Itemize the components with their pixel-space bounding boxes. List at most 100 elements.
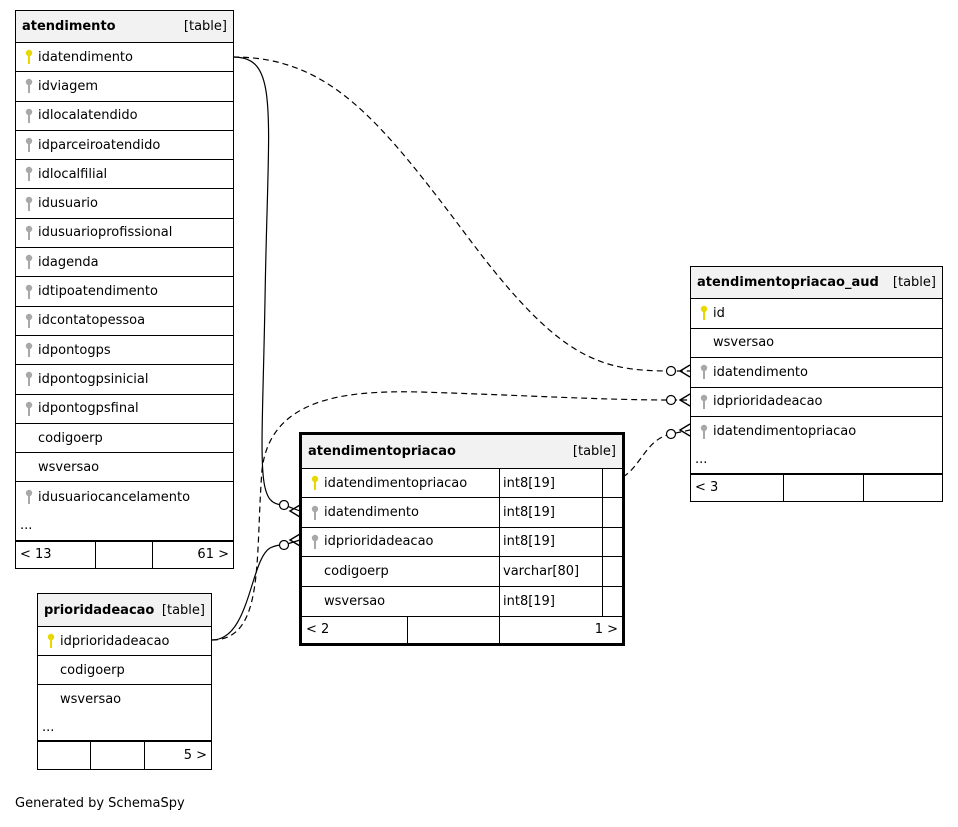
column-name: idusuariocancelamento bbox=[38, 489, 191, 505]
table-atendimentopriacao[interactable]: atendimentopriacao [table] idatendimento… bbox=[299, 432, 625, 646]
parents-count: < 3 bbox=[691, 474, 784, 501]
column-name: idatendimentopriacao bbox=[713, 424, 857, 440]
children-count: 61 > bbox=[197, 547, 229, 563]
optional-marker bbox=[278, 499, 290, 511]
column-type: int8[19] bbox=[499, 469, 602, 498]
column-row[interactable]: idpontogpsinicial bbox=[16, 365, 233, 395]
table-atendimento[interactable]: atendimento [table] idatendimento idviage… bbox=[15, 10, 234, 569]
table-header: prioridadeacao [table] bbox=[38, 594, 211, 627]
column-name: idparceiroatendido bbox=[38, 137, 161, 153]
children-count bbox=[864, 475, 942, 501]
column-row[interactable]: wsversao bbox=[691, 329, 942, 358]
foreign-key-icon bbox=[311, 534, 319, 549]
foreign-key-icon bbox=[25, 196, 33, 211]
table-footer: < 3 bbox=[691, 473, 942, 501]
column-name: idusuarioprofissional bbox=[38, 225, 173, 241]
column-name: codigoerp bbox=[60, 662, 125, 678]
column-row[interactable]: idprioridadeacao bbox=[691, 388, 942, 417]
column-name: idpontogpsinicial bbox=[38, 371, 149, 387]
column-row[interactable]: idatendimentopriacao int8[19] bbox=[302, 469, 622, 499]
generated-by-label: Generated by SchemaSpy bbox=[15, 796, 185, 811]
column-name: idusuario bbox=[38, 196, 98, 212]
column-row[interactable]: idcontatopessoa bbox=[16, 307, 233, 336]
table-type: [table] bbox=[572, 444, 616, 459]
column-row[interactable]: idlocalfilial bbox=[16, 160, 233, 190]
column-row[interactable]: idprioridadeacao int8[19] bbox=[302, 527, 622, 558]
crowfoot-marker bbox=[288, 533, 301, 547]
column-extra bbox=[602, 557, 622, 586]
table-name: atendimentopriacao bbox=[308, 444, 456, 459]
foreign-key-icon bbox=[25, 489, 33, 505]
foreign-key-icon bbox=[25, 342, 33, 358]
foreign-key-icon bbox=[25, 108, 33, 123]
column-name: idagenda bbox=[38, 254, 99, 270]
column-name: idatendimento bbox=[38, 49, 133, 65]
link-atendimento-to-aud bbox=[232, 56, 690, 372]
table-header: atendimento [table] bbox=[16, 11, 233, 43]
foreign-key-icon bbox=[25, 79, 33, 94]
column-row[interactable]: wsversao bbox=[16, 453, 233, 483]
foreign-key-icon bbox=[25, 284, 33, 299]
column-row[interactable]: id bbox=[691, 299, 942, 329]
column-extra bbox=[602, 469, 622, 498]
column-extra bbox=[602, 586, 622, 616]
column-row[interactable]: idviagem bbox=[16, 72, 233, 102]
column-row[interactable]: wsversao bbox=[38, 685, 211, 714]
parents-count bbox=[38, 742, 91, 769]
crowfoot-marker bbox=[678, 393, 691, 407]
optional-marker bbox=[665, 394, 677, 406]
column-row[interactable]: idusuariocancelamento bbox=[16, 482, 233, 511]
link-atendimento-to-atendimentopriacao bbox=[232, 56, 301, 512]
column-row[interactable]: idtipoatendimento bbox=[16, 277, 233, 307]
crowfoot-marker bbox=[678, 423, 691, 437]
column-name: wsversao bbox=[324, 593, 386, 609]
crowfoot-marker bbox=[678, 364, 691, 378]
column-name: idpontogpsfinal bbox=[38, 401, 139, 417]
foreign-key-icon bbox=[311, 505, 319, 520]
column-name: idpontogps bbox=[38, 342, 111, 358]
column-row[interactable]: codigoerp bbox=[38, 656, 211, 685]
column-row[interactable]: idatendimentopriacao bbox=[691, 417, 942, 447]
footer-middle bbox=[96, 541, 153, 568]
column-name: idprioridadeacao bbox=[324, 534, 434, 550]
table-type: [table] bbox=[161, 602, 205, 618]
column-row[interactable]: idusuarioprofissional bbox=[16, 219, 233, 249]
column-type: varchar[80] bbox=[499, 557, 602, 586]
foreign-key-icon bbox=[700, 365, 708, 380]
column-row[interactable]: idpontogpsfinal bbox=[16, 395, 233, 424]
table-prioridadeacao[interactable]: prioridadeacao [table] idprioridadeacao c… bbox=[37, 593, 212, 770]
footer-middle bbox=[91, 742, 145, 769]
primary-key-icon bbox=[700, 306, 708, 321]
column-row[interactable]: idusuario bbox=[16, 189, 233, 219]
column-name: idviagem bbox=[38, 78, 99, 94]
more-columns-row: ... bbox=[691, 447, 942, 474]
column-row[interactable]: idlocalatendido bbox=[16, 102, 233, 131]
optional-marker bbox=[278, 539, 290, 551]
column-name: idcontatopessoa bbox=[38, 313, 146, 329]
column-type: int8[19] bbox=[499, 586, 602, 616]
column-name: id bbox=[713, 305, 725, 321]
column-row[interactable]: idagenda bbox=[16, 248, 233, 278]
table-name: atendimentopriacao_aud bbox=[697, 275, 879, 290]
column-row[interactable]: codigoerp bbox=[16, 424, 233, 454]
column-row[interactable]: idatendimento bbox=[16, 43, 233, 73]
column-name: idtipoatendimento bbox=[38, 284, 158, 300]
optional-marker bbox=[665, 365, 677, 377]
column-row[interactable]: idprioridadeacao bbox=[38, 627, 211, 656]
column-type: int8[19] bbox=[499, 527, 602, 557]
parents-count: < 2 bbox=[302, 616, 408, 643]
column-row[interactable]: idatendimento bbox=[691, 358, 942, 388]
column-name: idatendimentopriacao bbox=[324, 475, 468, 491]
primary-key-icon bbox=[25, 49, 33, 65]
column-name: idlocalatendido bbox=[38, 108, 138, 124]
column-name: idprioridadeacao bbox=[60, 633, 170, 649]
table-footer: 5 > bbox=[38, 741, 211, 769]
column-row[interactable]: wsversao int8[19] bbox=[302, 586, 622, 616]
foreign-key-icon bbox=[25, 137, 33, 153]
column-row[interactable]: idparceiroatendido bbox=[16, 131, 233, 161]
footer-middle bbox=[408, 616, 500, 643]
column-row[interactable]: idpontogps bbox=[16, 336, 233, 366]
